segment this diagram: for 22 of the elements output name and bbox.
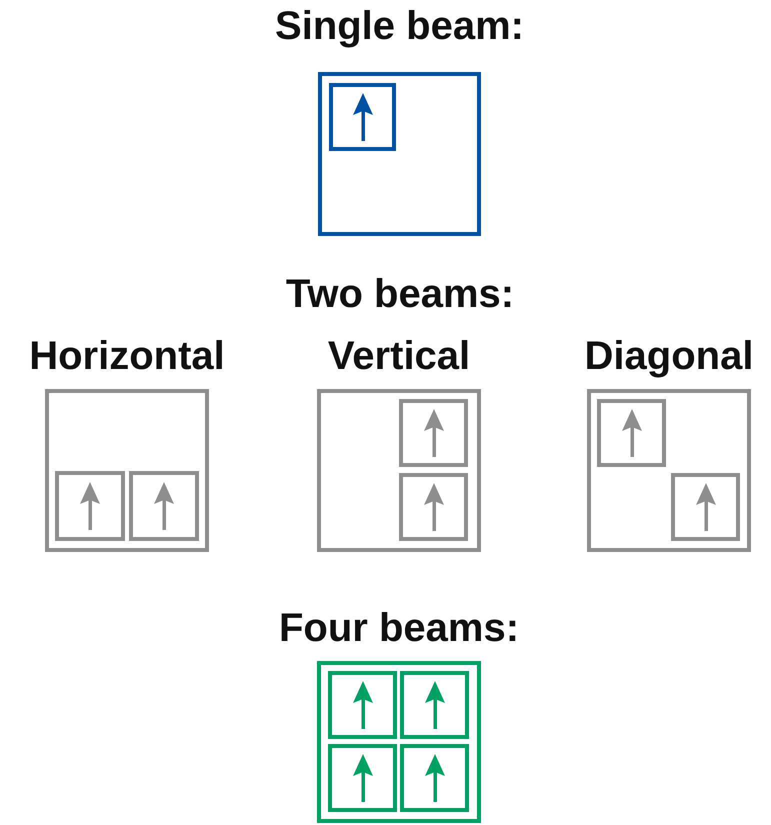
panel-heading: Single beam: (275, 4, 524, 48)
panel-heading: Vertical (328, 334, 470, 378)
beam-cell (329, 83, 396, 151)
panel-heading: Horizontal (29, 334, 225, 378)
beam-frame (317, 389, 481, 552)
panel-heading: Diagonal (584, 334, 754, 378)
beam-frame (317, 661, 481, 823)
beam-cell (399, 473, 468, 541)
beam-frame (45, 389, 209, 552)
beam-cell (671, 473, 740, 541)
beam-cell (55, 471, 125, 541)
panel-heading: Four beams: (278, 606, 520, 650)
beam-cell (400, 744, 469, 812)
beam-frame (587, 389, 751, 552)
section-heading: Two beams: (286, 272, 514, 316)
beam-cell (328, 671, 397, 739)
beam-cell (400, 671, 469, 739)
beam-cell (597, 399, 666, 467)
beam-cell (399, 399, 468, 467)
beam-frame (318, 72, 481, 236)
beam-cell (328, 744, 397, 812)
beam-cell (129, 471, 199, 541)
